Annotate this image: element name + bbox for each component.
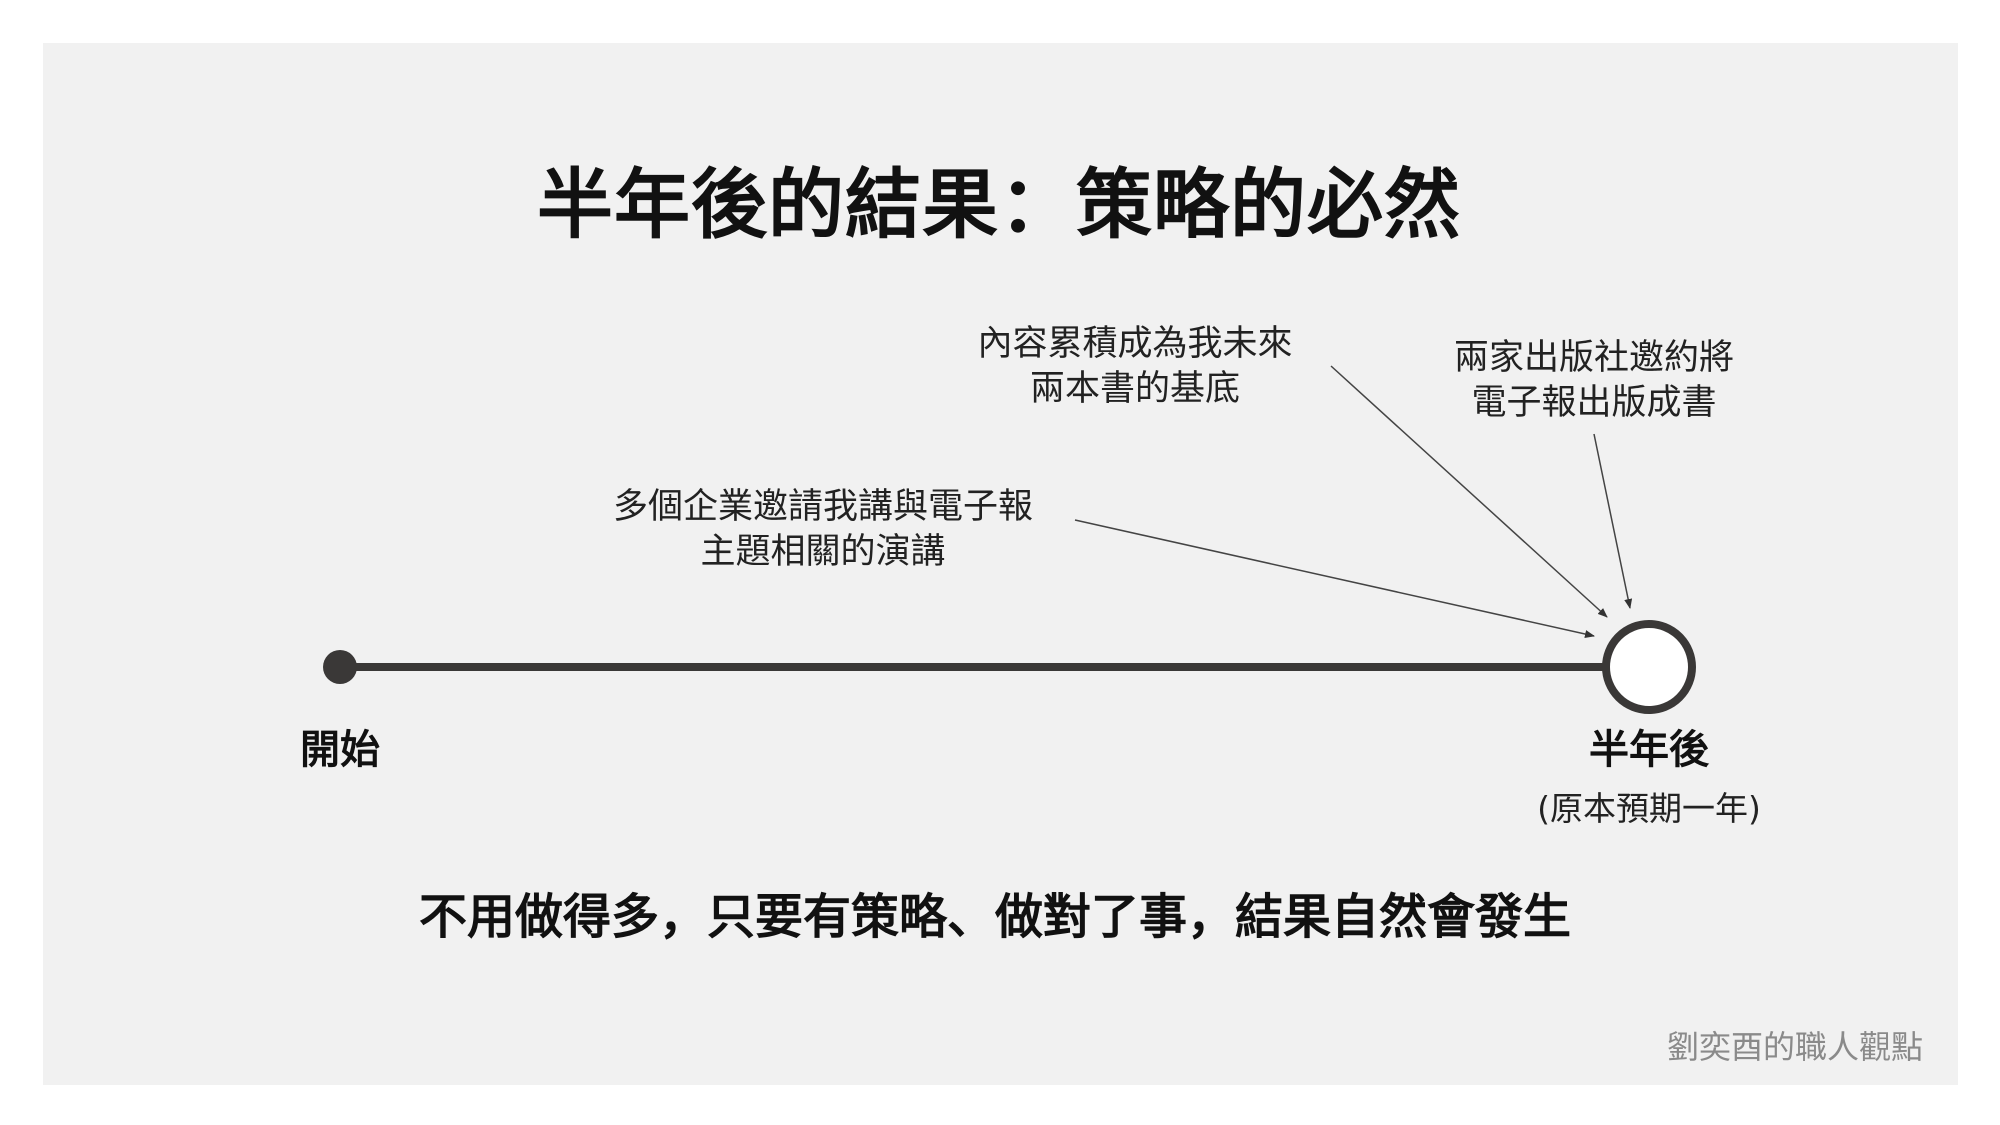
- arrow-annotation-1: [1074, 519, 1595, 638]
- annotation-line: 兩本書的基底: [1029, 369, 1241, 409]
- slide-panel: [43, 43, 1958, 1085]
- arrow-annotation-3: [1593, 433, 1633, 609]
- timeline-start-dot: [323, 650, 357, 684]
- timeline-end-label: 半年後: [1589, 727, 1709, 773]
- timeline-end-circle: [1602, 620, 1696, 714]
- annotation-book-foundation: 內容累積成為我未來 兩本書的基底: [977, 322, 1292, 412]
- annotation-publisher-offers: 兩家出版社邀約將 電子報出版成書: [1454, 336, 1734, 426]
- annotation-line: 多個企業邀請我講與電子報: [612, 487, 1034, 527]
- annotation-line: 內容累積成為我未來: [977, 324, 1293, 364]
- annotation-line: 電子報出版成書: [1471, 383, 1717, 423]
- conclusion-text: 不用做得多，只要有策略、做對了事，結果自然會發生: [418, 889, 1572, 945]
- timeline-end-note: (原本預期一年): [1537, 789, 1761, 828]
- arrow-annotation-2: [1330, 365, 1608, 618]
- annotation-line: 兩家出版社邀約將: [1453, 338, 1735, 378]
- slide-title: 半年後的結果：策略的必然: [537, 160, 1461, 249]
- annotation-enterprise-talks: 多個企業邀請我講與電子報 主題相關的演講: [613, 485, 1033, 575]
- annotation-line: 主題相關的演講: [700, 532, 946, 572]
- watermark: 劉奕酉的職人觀點: [1666, 1028, 1923, 1066]
- timeline-start-label: 開始: [300, 727, 380, 773]
